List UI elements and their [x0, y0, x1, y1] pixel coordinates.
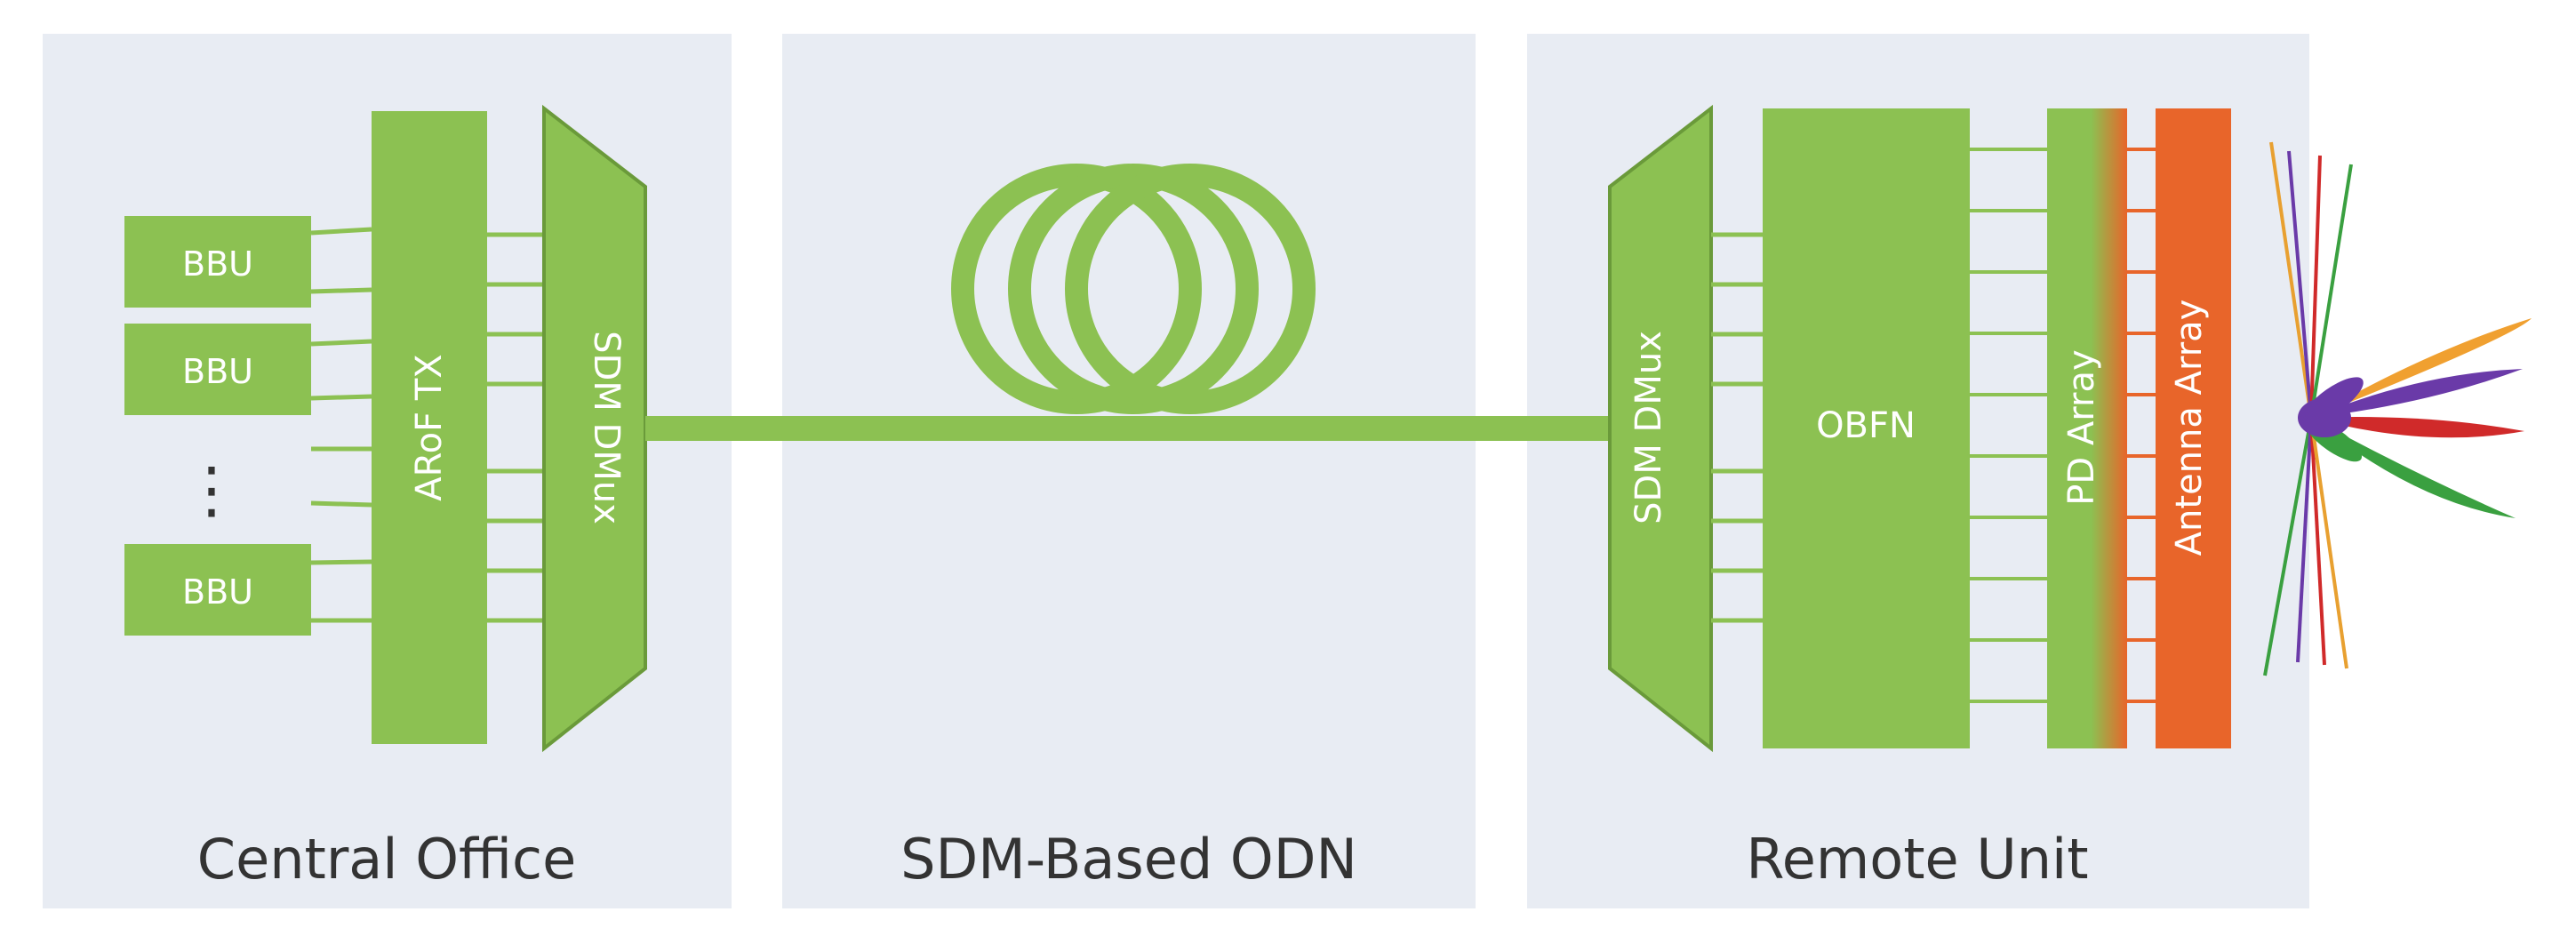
remote-unit-label: Remote Unit — [1746, 827, 2088, 892]
arof-tx-label: ARoF TX — [409, 354, 450, 500]
bbu-label: BBU — [182, 352, 253, 391]
fiber-spool — [951, 164, 1316, 414]
arof-to-mux-lines — [487, 232, 544, 623]
bbu-label: BBU — [182, 244, 253, 284]
obfn-block — [1763, 108, 1970, 748]
bbu-box — [124, 216, 311, 308]
odn-fiber-link — [645, 416, 1610, 441]
bbu-ellipsis: ⋮ — [180, 453, 243, 526]
radiation-beams-icon — [2263, 141, 2532, 676]
obfn-label: OBFN — [1816, 405, 1916, 446]
pd-array-block — [2047, 108, 2127, 748]
sdm-dmux-remote-block — [1608, 104, 1713, 753]
bbu-box — [124, 324, 311, 415]
sdm-dmux-remote-label: SDM DMux — [1628, 331, 1669, 524]
antenna-array-block — [2156, 108, 2231, 748]
bbu-box — [124, 544, 311, 636]
odn-label: SDM-Based ODN — [900, 827, 1357, 892]
pd-array-label: PD Array — [2061, 349, 2102, 505]
obfn-to-pd-lines — [1970, 148, 2047, 703]
bbu-label: BBU — [182, 572, 253, 612]
sdm-mux-central-block — [542, 104, 647, 753]
arof-tx-block — [372, 111, 487, 744]
sdm-mux-central-label: SDM DMux — [586, 331, 627, 524]
bbu-connection-lines — [310, 227, 372, 623]
pd-to-antenna-lines — [2127, 148, 2156, 703]
antenna-array-label: Antenna Array — [2169, 300, 2210, 556]
dmux-to-obfn-lines — [1711, 232, 1763, 623]
central-office-label: Central Office — [197, 827, 576, 892]
